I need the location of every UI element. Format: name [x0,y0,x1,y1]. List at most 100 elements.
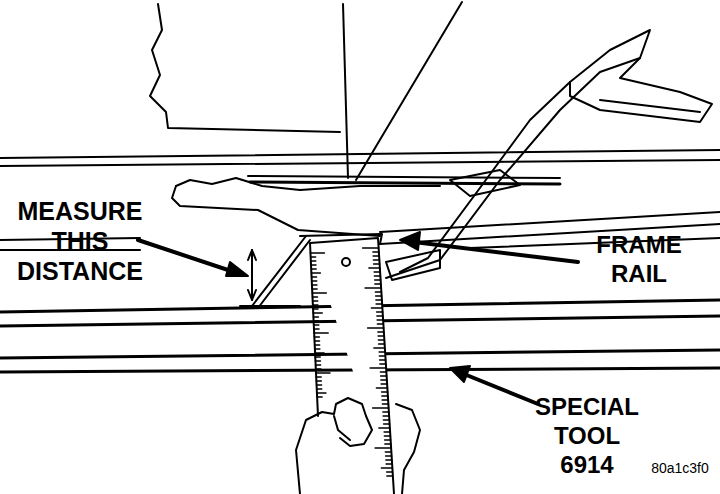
ruler-tick [383,419,389,421]
ruler-tick [375,279,381,281]
ruler-tick [382,399,388,401]
ruler-hole [342,258,350,266]
ruler-tick [375,447,391,449]
ruler-tick [365,287,381,289]
ruler-tick [317,384,322,386]
ruler-tick [385,439,391,441]
ruler-tick [384,435,390,437]
strap [450,170,520,196]
ruler-tick [384,423,390,425]
leader-line [464,374,538,404]
ruler-tick [314,336,319,338]
ruler-tick [312,296,317,298]
arrowhead [450,366,470,382]
ruler-tick [312,288,317,290]
ruler-tick [317,392,326,394]
ruler-tick [312,276,317,278]
ruler-tick [382,391,388,393]
ruler-tick [377,315,383,317]
floor-seam [250,182,560,184]
floor-line [0,160,720,166]
ruler-tick [317,396,322,398]
arrowhead [400,232,420,250]
ruler-tick [380,371,386,373]
ruler-tick [314,328,319,330]
ruler-tick [376,295,382,297]
ruler-tick [373,259,379,261]
callout-label: MEASURE THIS DISTANCE [4,196,156,286]
figure-code: 80a1c3f0 [644,460,716,477]
ruler-tick [373,407,389,409]
callout-label: FRAME RAIL [578,230,700,288]
ruler-tick [314,324,319,326]
dimension-arrow [248,250,256,300]
ruler-tick [385,443,391,445]
strap-end [570,30,712,122]
frame-rail [380,212,720,232]
ruler-tick [377,311,383,313]
ruler-tick [377,319,383,321]
leader-line [414,242,578,262]
ruler-tick [377,323,383,325]
ruler-tick [375,283,381,285]
ruler-tick [374,271,380,273]
ruler-tick [381,375,387,377]
strap-buckle [386,250,440,280]
ruler-tick [378,331,384,333]
bracket [176,178,440,190]
ruler-tick [316,380,321,382]
ruler-tick [314,320,319,322]
ruler-tick [315,340,320,342]
callout-label: SPECIAL TOOL 6914 [526,392,648,479]
bracket [172,186,380,236]
ruler-tick [311,272,320,274]
dimension-line [251,250,253,300]
ruler-tick [315,360,320,362]
ruler-tick [311,268,316,270]
ruler-tick [313,308,318,310]
ruler-tick [373,255,379,257]
ruler-tick [313,316,318,318]
frame-rail [470,238,720,248]
ruler-tick [374,263,380,265]
ruler-tick [376,303,382,305]
ruler-tick [314,332,328,334]
ruler-tick [316,376,321,378]
ruler-tick [386,455,392,457]
ruler-tick [316,364,321,366]
ruler-tick [311,264,316,266]
extension-line [252,236,310,308]
ruler-tick [381,379,387,381]
ruler-tick [369,267,380,269]
ruler-tick [363,247,379,249]
ruler-tick [374,347,385,349]
ruler-tick [383,411,389,413]
ruler-tick [378,339,384,341]
body-panel [150,4,340,132]
ruler-tick [382,403,388,405]
ruler-tick [313,312,322,314]
hand [296,398,372,494]
ruler-tick [376,299,382,301]
ruler-tick [313,304,318,306]
ruler-tick [316,372,330,374]
hand [334,416,350,440]
ruler-tick [373,251,379,253]
strap-end [600,100,700,112]
floor-line [0,150,720,158]
hand [396,404,420,494]
arrowhead [226,262,248,276]
ruler-tick [315,352,324,354]
extension-line [240,305,300,307]
ruler-tick [313,300,318,302]
ruler-tick [311,260,316,262]
floor-seam [248,176,560,178]
ruler-tick [311,256,316,258]
ruler-tick [382,395,388,397]
ruler-tick [315,356,320,358]
ruler-tick [384,431,390,433]
body-pillar [343,4,348,178]
ruler-tick [370,367,386,369]
ruler-tick [312,284,317,286]
ruler-tick [387,471,393,473]
